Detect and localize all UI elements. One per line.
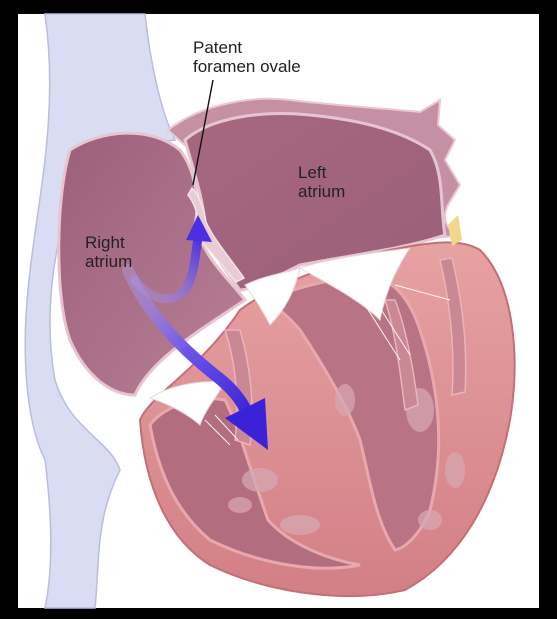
- label-left-atrium: Left atrium: [298, 163, 345, 201]
- label-pfo-line1: Patent: [193, 38, 301, 57]
- label-right-atrium: Right atrium: [85, 233, 132, 271]
- label-la-line2: atrium: [298, 182, 345, 201]
- label-pfo-line2: foramen ovale: [193, 57, 301, 76]
- label-la-line1: Left: [298, 163, 345, 182]
- label-patent-foramen-ovale: Patent foramen ovale: [193, 38, 301, 76]
- label-ra-line1: Right: [85, 233, 132, 252]
- label-ra-line2: atrium: [85, 252, 132, 271]
